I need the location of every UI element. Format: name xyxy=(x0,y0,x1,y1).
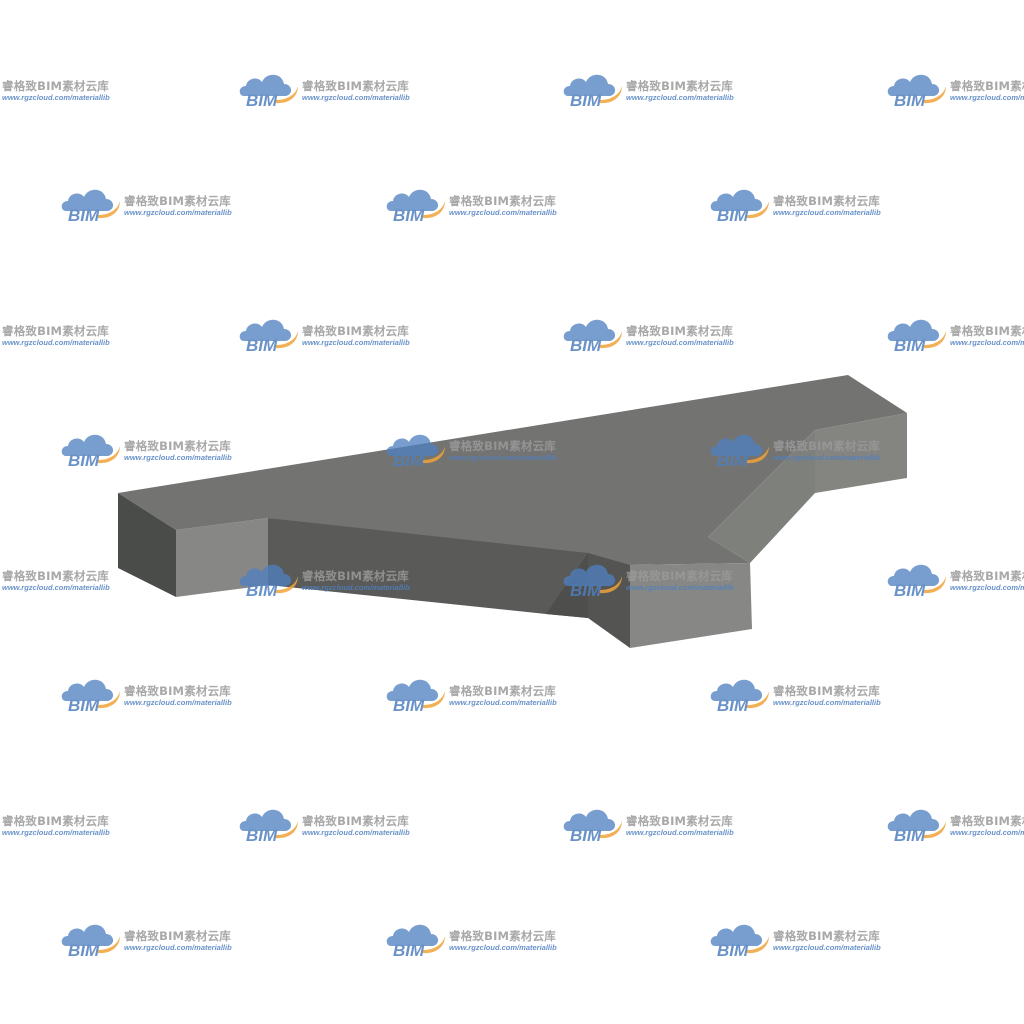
duct-branch-face xyxy=(708,430,815,563)
duct-diagonal-facet xyxy=(588,553,630,648)
duct-top-face xyxy=(118,375,907,565)
duct-main-front-face xyxy=(268,518,588,618)
duct-branch-end-face xyxy=(815,413,907,493)
duct-left-front-face xyxy=(176,518,268,597)
duct-left-end-face xyxy=(118,493,176,597)
duct-right-end-face xyxy=(630,563,752,648)
